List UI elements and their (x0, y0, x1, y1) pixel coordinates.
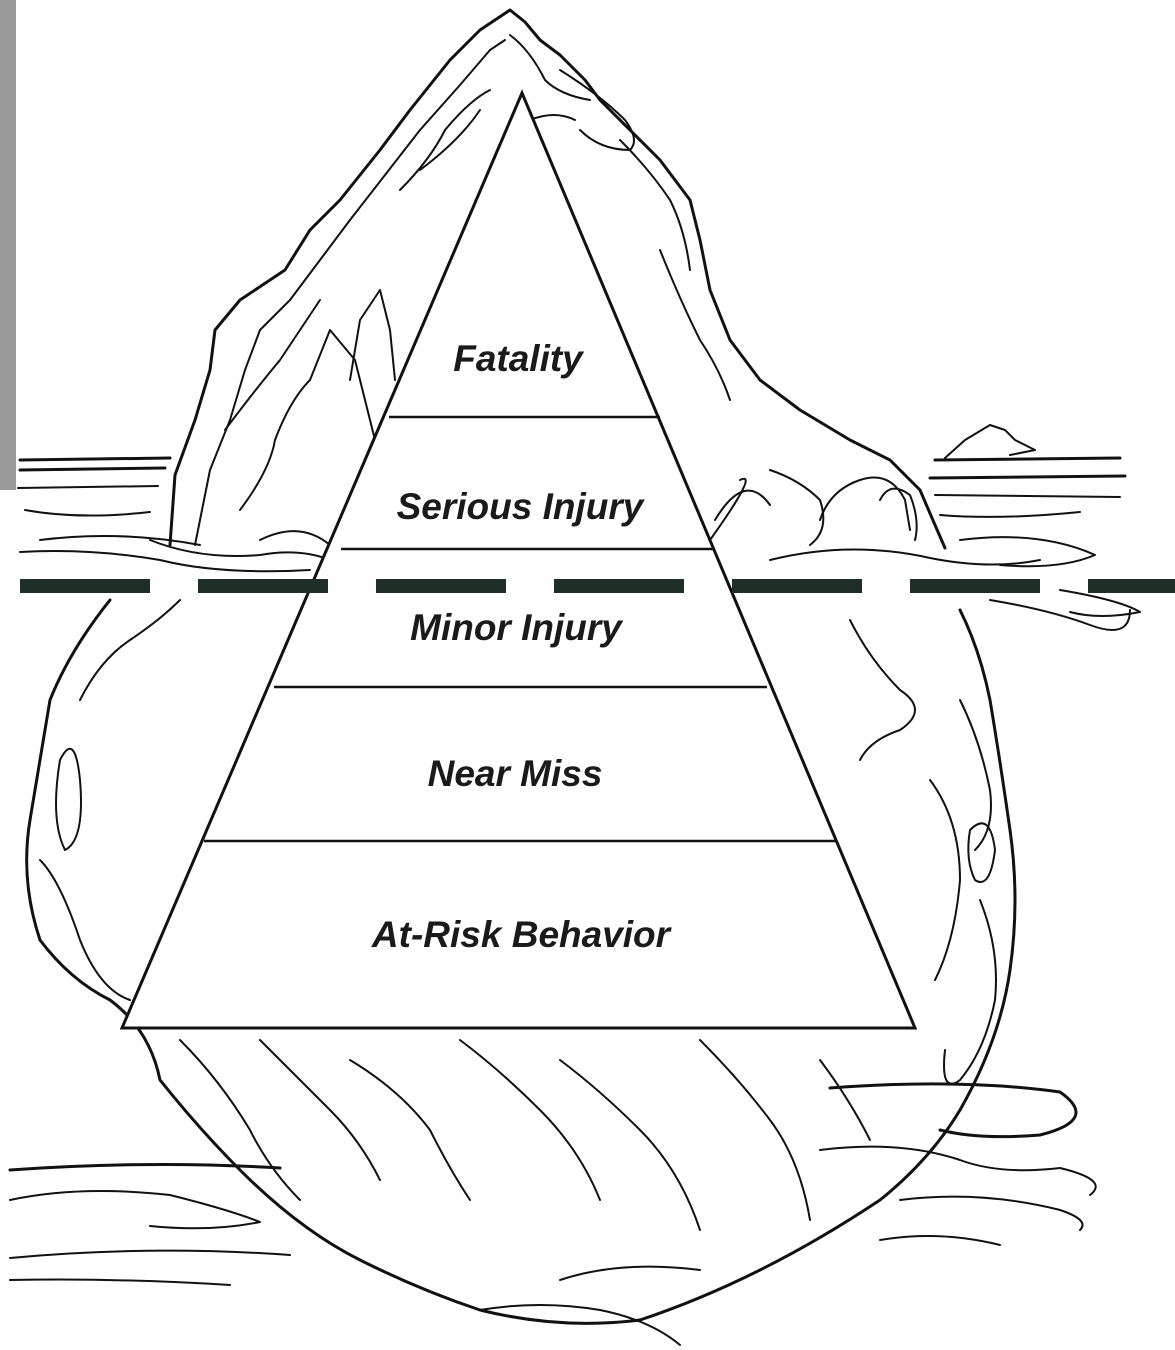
pyramid-outline (122, 93, 915, 1028)
water-bottom-lines (10, 1084, 1096, 1285)
tier-label-near-miss: Near Miss (428, 753, 603, 794)
tier-label-serious-injury: Serious Injury (397, 486, 646, 527)
safety-pyramid (122, 93, 915, 1028)
tier-label-fatality: Fatality (453, 338, 585, 379)
scan-edge-strip (0, 0, 16, 490)
tier-label-minor-injury: Minor Injury (410, 607, 624, 648)
tier-label-at-risk-behavior: At-Risk Behavior (371, 914, 673, 955)
small-iceberg (945, 425, 1035, 458)
